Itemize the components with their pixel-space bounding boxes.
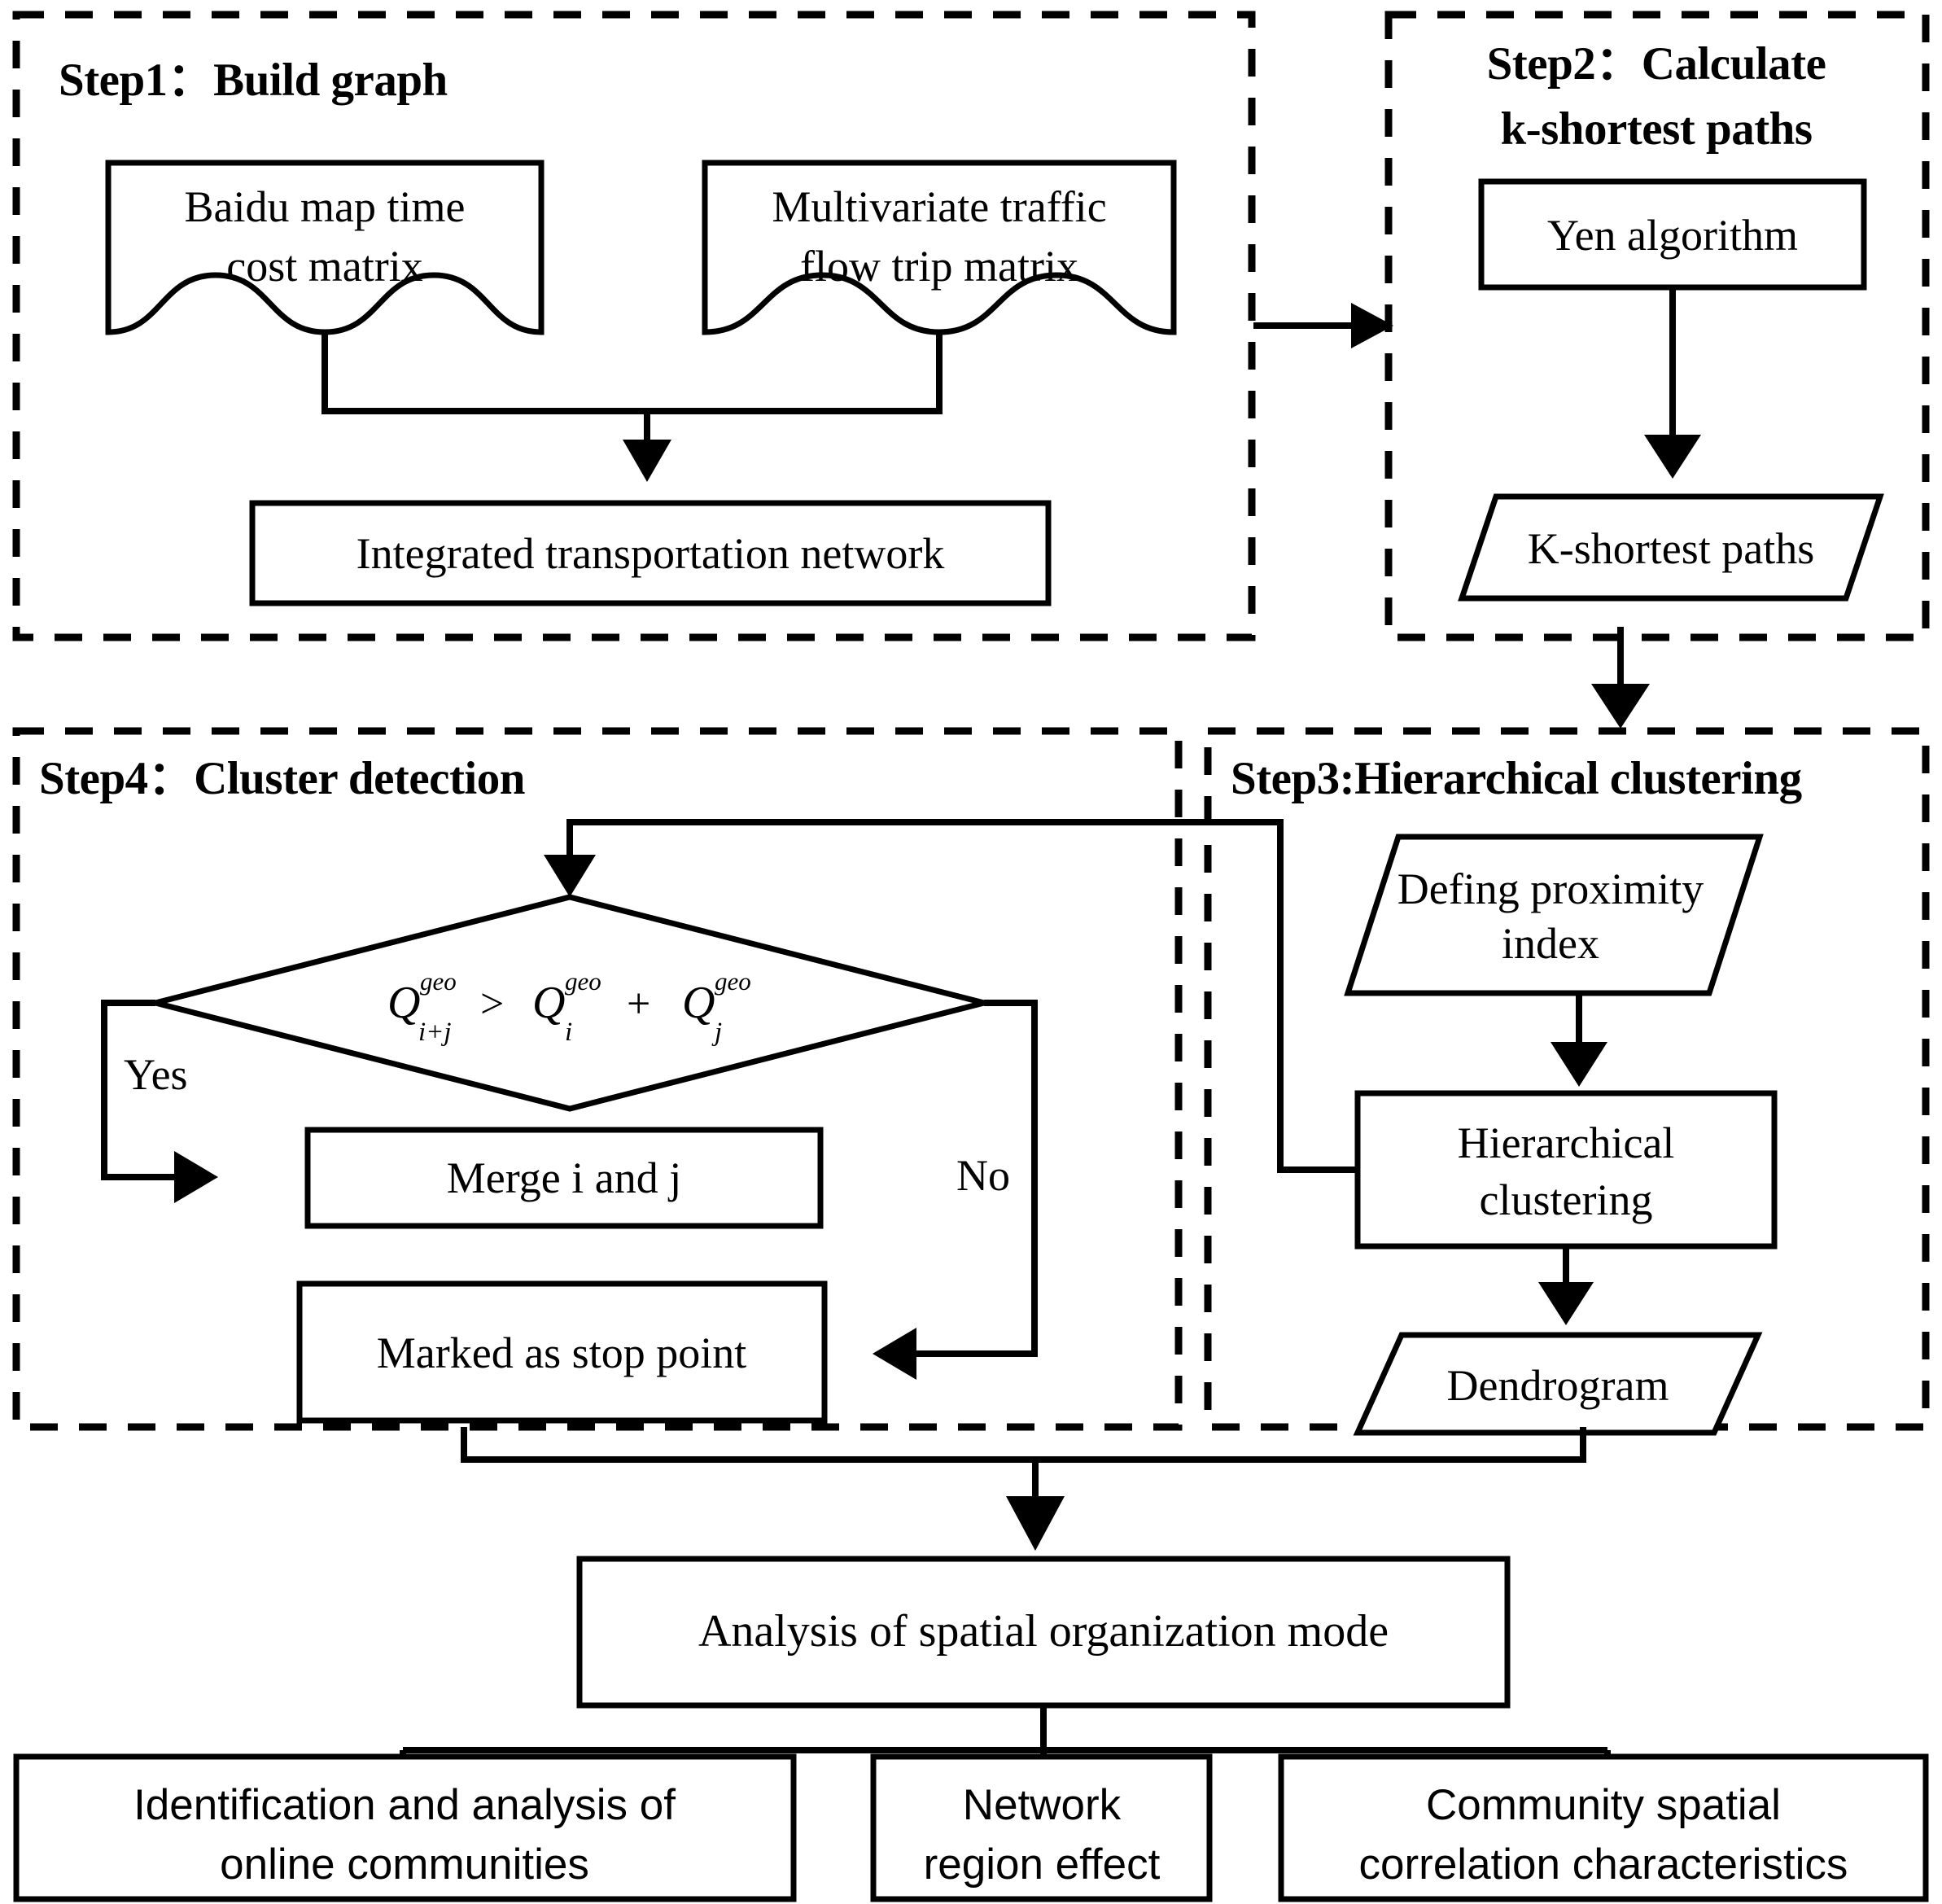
hierarchical-clustering-label-line1: Hierarchical (1458, 1118, 1675, 1167)
svg-text:j: j (711, 1018, 722, 1047)
result-network-region-box (870, 1753, 1213, 1902)
step1-to-step2-arrowhead (1351, 303, 1393, 348)
feedback-arrowhead (544, 855, 596, 897)
k-shortest-paths-parallelogram (1458, 493, 1884, 602)
defing-proximity-label-line1: Defing proximity (1397, 864, 1704, 913)
defing-proximity-parallelogram (1344, 834, 1764, 996)
svg-text:i: i (565, 1018, 572, 1047)
integrated-network-label: Integrated transportation network (356, 529, 945, 578)
no-branch-line (912, 1000, 1038, 1357)
svg-text:i+j: i+j (418, 1018, 452, 1047)
result-community-correlation-line2: correlation characteristics (1359, 1841, 1848, 1889)
dendrogram-parallelogram (1353, 1332, 1763, 1436)
steps-to-analysis-connector (461, 1427, 1586, 1463)
step2-to-step3-arrowhead (1591, 684, 1650, 729)
decision-diamond (155, 894, 985, 1112)
hierarchical-to-decision-feedback (566, 819, 1358, 1173)
svg-text:Q: Q (532, 978, 565, 1028)
yes-branch-line (101, 1000, 179, 1180)
svg-text:+: + (627, 981, 650, 1027)
result-network-region-line1: Network (963, 1781, 1122, 1829)
result-community-correlation-line1: Community spatial (1426, 1781, 1781, 1829)
step2-title-line2: k-shortest paths (1500, 103, 1812, 155)
merge-box (304, 1127, 824, 1229)
baidu-matrix-document (105, 160, 545, 335)
yen-algorithm-label: Yen algorithm (1547, 211, 1798, 260)
proximity-to-hier-arrowhead (1551, 1042, 1607, 1087)
step2-title-line1: Step2：Calculate (1487, 38, 1826, 90)
svg-text:>: > (480, 981, 504, 1027)
result-network-region-line2: region effect (924, 1841, 1161, 1889)
no-branch-arrowhead (873, 1328, 916, 1380)
merge-label: Merge i and j (447, 1153, 681, 1202)
defing-proximity-label-line2: index (1502, 919, 1599, 968)
baidu-matrix-label-line2: cost matrix (226, 242, 422, 291)
k-shortest-paths-label: K-shortest paths (1528, 524, 1814, 573)
step1-title: Step1：Build graph (59, 55, 448, 106)
integrated-network-box (249, 500, 1052, 606)
no-label: No (956, 1151, 1010, 1200)
result-community-correlation-box (1278, 1753, 1929, 1902)
result-online-communities-line1: Identification and analysis of (133, 1781, 676, 1829)
step1-merge-arrowhead (623, 440, 671, 482)
svg-text:geo: geo (420, 967, 457, 996)
stop-point-label: Marked as stop point (377, 1328, 746, 1377)
traffic-matrix-label-line2: flow trip matrix (800, 242, 1078, 291)
svg-text:geo: geo (715, 967, 751, 996)
step4-title: Step4：Cluster detection (39, 753, 525, 804)
step3-title: Step3:Hierarchical clustering (1231, 753, 1802, 804)
result-online-communities-line2: online communities (220, 1841, 589, 1889)
yen-to-kpaths-arrowhead (1644, 435, 1701, 479)
svg-text:Q: Q (682, 978, 715, 1028)
result-online-communities-box (13, 1753, 797, 1902)
dendrogram-label: Dendrogram (1447, 1361, 1669, 1410)
svg-text:geo: geo (565, 967, 601, 996)
step1-merge-bus (321, 334, 943, 414)
yes-label: Yes (124, 1050, 188, 1099)
analysis-label: Analysis of spatial organization mode (698, 1606, 1389, 1657)
hier-to-dendro-arrowhead (1538, 1282, 1594, 1325)
decision-formula: Q geo i+j > Q geo i + Q geo j (387, 967, 751, 1047)
hierarchical-clustering-label-line2: clustering (1480, 1175, 1653, 1224)
traffic-matrix-label-line1: Multivariate traffic (772, 182, 1106, 231)
analysis-arrowhead (1006, 1496, 1065, 1551)
yes-branch-arrowhead (174, 1151, 218, 1203)
traffic-matrix-document (702, 160, 1177, 335)
baidu-matrix-label-line1: Baidu map time (185, 182, 466, 231)
svg-text:Q: Q (387, 978, 420, 1028)
hierarchical-clustering-box (1354, 1090, 1778, 1250)
stop-point-box (296, 1280, 828, 1424)
